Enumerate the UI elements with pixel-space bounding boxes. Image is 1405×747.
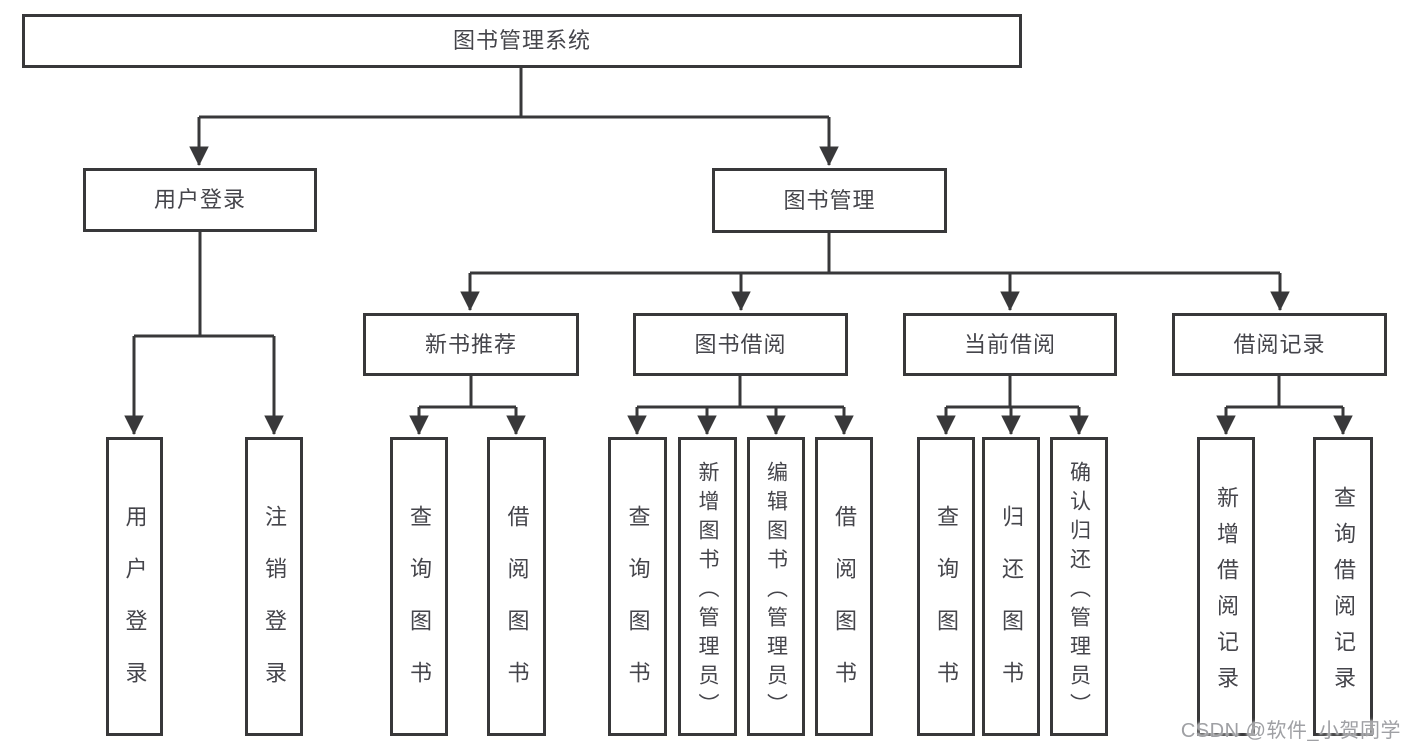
leaf-query-borrow-record: 查询借阅记录 [1313,437,1373,736]
node-book-management: 图书管理 [712,168,947,233]
node-user-login: 用户登录 [83,168,317,232]
leaf-return-book: 归还图书 [982,437,1040,736]
leaf-user-login: 用户登录 [106,437,163,736]
node-current-borrow: 当前借阅 [903,313,1117,376]
leaf-add-borrow-record: 新增借阅记录 [1197,437,1255,736]
leaf-query-book-current: 查询图书 [917,437,975,736]
leaf-confirm-return-admin: 确认归还（管理员） [1050,437,1108,736]
node-library-management-system: 图书管理系统 [22,14,1022,68]
leaf-query-book-recommend: 查询图书 [390,437,448,736]
leaf-add-book-admin: 新增图书（管理员） [678,437,737,736]
leaf-logout: 注销登录 [245,437,303,736]
node-borrow-record: 借阅记录 [1172,313,1387,376]
leaf-borrow-book-recommend: 借阅图书 [487,437,546,736]
leaf-borrow-book: 借阅图书 [815,437,873,736]
watermark-text: CSDN @软件_小贺同学 [1180,720,1401,742]
node-book-borrow: 图书借阅 [633,313,848,376]
leaf-query-book-borrow: 查询图书 [608,437,667,736]
leaf-edit-book-admin: 编辑图书（管理员） [747,437,805,736]
node-new-book-recommend: 新书推荐 [363,313,579,376]
